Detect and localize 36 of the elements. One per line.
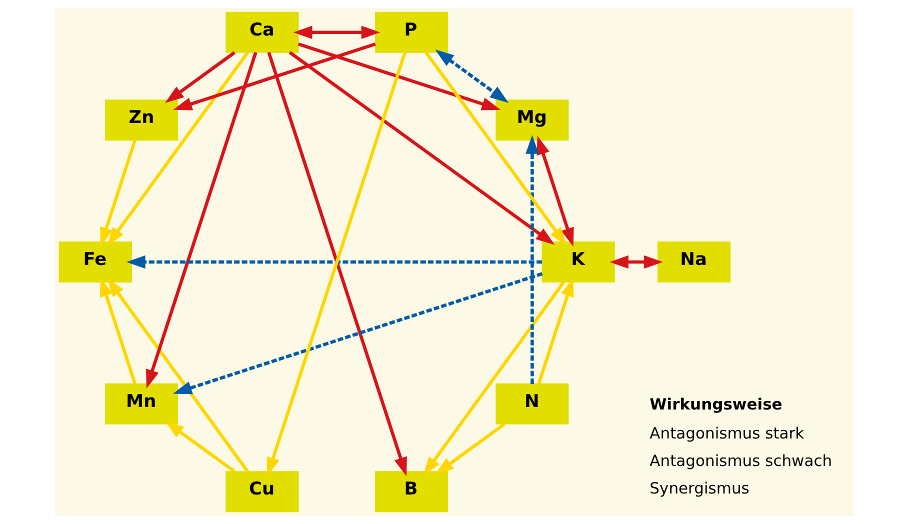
node-box: Na <box>657 242 730 282</box>
arrow <box>536 136 574 247</box>
arrow <box>164 421 236 473</box>
arrow <box>172 272 542 394</box>
node-box: K <box>541 242 614 282</box>
node-box: Cu <box>225 471 298 512</box>
arrow <box>100 140 136 246</box>
node-box: P <box>374 12 448 53</box>
legend-label: Synergismus <box>649 480 749 498</box>
arrow <box>146 52 257 389</box>
arrow <box>288 51 554 245</box>
arrow <box>164 51 236 103</box>
label: Wirkungsweise <box>649 396 782 414</box>
arrow <box>422 281 565 476</box>
arrow <box>106 51 249 246</box>
node-box: Ca <box>225 12 298 53</box>
node-box: Zn <box>104 100 178 141</box>
node-box: B <box>374 471 448 512</box>
arrow <box>106 278 249 473</box>
arrow <box>434 50 508 103</box>
arrow <box>536 278 574 384</box>
arrow <box>525 134 538 384</box>
arrow <box>292 26 380 39</box>
node-box: Fe <box>58 242 132 282</box>
arrow <box>609 255 662 269</box>
arrow <box>100 278 136 384</box>
node-box: Mn <box>104 383 178 424</box>
legend-label: Antagonismus stark <box>649 424 804 442</box>
arrow <box>424 51 566 246</box>
node-box: N <box>495 383 568 424</box>
node-box: Mg <box>495 100 568 141</box>
arrow <box>172 42 376 110</box>
arrow <box>434 422 505 475</box>
arrow <box>297 42 500 110</box>
arrow <box>126 255 542 269</box>
legend-label: Antagonismus schwach <box>649 452 832 470</box>
